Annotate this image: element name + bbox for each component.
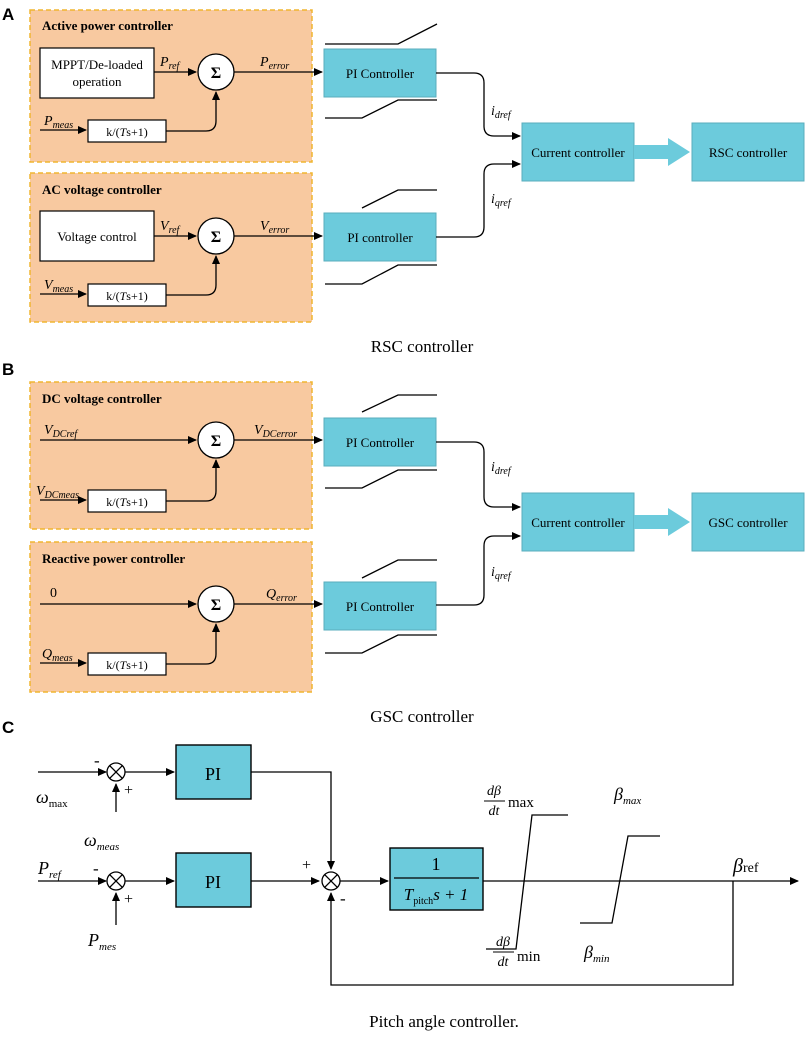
dc-voltage-group: [29, 381, 313, 530]
tf-denominator: Tpitchs + 1: [404, 885, 469, 907]
panel-b-caption: GSC controller: [370, 707, 474, 726]
current-controller-b: [521, 492, 635, 552]
rate-min-label: min: [517, 949, 541, 965]
i-dref-label-a: idref: [491, 104, 512, 121]
rate-max-dt: dt: [489, 804, 501, 819]
pi-block-c1-label: PI: [205, 764, 221, 784]
p-ref-label: Pref: [159, 55, 181, 72]
pi-block-c1: [175, 744, 252, 800]
mppt-label-2: operation: [72, 74, 122, 89]
sum-symbol-a1: Σ: [211, 65, 221, 82]
rate-min-dbeta: dβ: [496, 935, 510, 950]
voltage-control-block: [39, 210, 155, 262]
gsc-controller-block: [691, 492, 805, 552]
pitch-transfer-function-block: [389, 847, 484, 911]
angle-limiter-symbol: [580, 835, 660, 924]
rate-max-dbeta: dβ: [487, 784, 501, 799]
ac-voltage-title: AC voltage controller: [42, 182, 162, 197]
sum-symbol-a2: Σ: [211, 229, 221, 246]
big-arrow-a: [634, 138, 690, 166]
filter-label-b2: k/(Ts+1): [106, 658, 147, 672]
p-meas-label: Pmeas: [43, 114, 73, 131]
panel-a-caption: RSC controller: [371, 337, 474, 356]
pi-controller-a2-label: PI controller: [347, 230, 413, 245]
omega-plus-sign: +: [124, 782, 133, 799]
vdc-ref-label: VDCref: [44, 423, 78, 440]
mppt-block: [39, 47, 155, 99]
p-mes-label: Pmes: [87, 930, 116, 953]
filter-label-b1: k/(Ts+1): [106, 495, 147, 509]
rsc-controller-label: RSC controller: [709, 145, 788, 160]
i-qref-label-b: iqref: [491, 565, 512, 582]
i-dref-label-b: idref: [491, 460, 512, 477]
voltage-control-label: Voltage control: [57, 229, 137, 244]
panel-b-letter: B: [2, 360, 14, 379]
pi-block-c2: [175, 852, 252, 908]
p-ref-label-c: Pref: [37, 858, 63, 881]
feedback-loop-line: [327, 881, 734, 986]
filter-label-a2: k/(Ts+1): [106, 289, 147, 303]
pi-controller-b2: [323, 581, 437, 631]
current-controller-b-label: Current controller: [531, 515, 625, 530]
p-minus-sign: -: [93, 859, 99, 878]
gsc-controller-label: GSC controller: [708, 515, 788, 530]
omega-minus-sign: -: [94, 751, 100, 770]
tf-numerator: 1: [432, 854, 441, 874]
p-plus-sign: +: [124, 891, 133, 908]
panel-c-caption: Pitch angle controller.: [369, 1012, 519, 1031]
pi-controller-b2-label: PI Controller: [346, 599, 415, 614]
reactive-power-title: Reactive power controller: [42, 551, 185, 566]
beta-ref-label: βref: [732, 855, 759, 877]
v-error-label: Verror: [260, 219, 289, 236]
pi-controller-a2: [323, 212, 437, 262]
v-ref-label: Vref: [160, 219, 181, 236]
omega-max-label: ωmax: [36, 787, 68, 810]
zero-ref-label: 0: [50, 586, 57, 601]
vdc-error-label: VDCerror: [254, 423, 297, 440]
beta-max-label: βmax: [613, 784, 641, 807]
pi-block-c2-label: PI: [205, 872, 221, 892]
dc-voltage-title: DC voltage controller: [42, 391, 162, 406]
beta-min-label: βmin: [583, 942, 610, 965]
rsc-controller-block: [691, 122, 805, 182]
main-sum-minus-sign: -: [340, 889, 346, 908]
filter-label-a1: k/(Ts+1): [106, 125, 147, 139]
q-meas-label: Qmeas: [42, 647, 73, 664]
p-error-label: Perror: [259, 55, 289, 72]
i-qref-label-a: iqref: [491, 192, 512, 209]
vdc-meas-label: VDCmeas: [36, 484, 79, 501]
q-error-label: Qerror: [266, 587, 297, 604]
mppt-label-1: MPPT/De-loaded: [51, 57, 143, 72]
reactive-power-group: [29, 541, 313, 693]
big-arrow-b: [634, 508, 690, 536]
rate-max-label: max: [508, 795, 534, 811]
current-controller-a: [521, 122, 635, 182]
panel-a-letter: A: [2, 5, 14, 24]
active-power-title: Active power controller: [42, 18, 173, 33]
omega-meas-label: ωmeas: [84, 830, 119, 853]
pi-controller-b1: [323, 417, 437, 467]
main-sum-plus-sign: +: [302, 857, 311, 874]
sum-symbol-b1: Σ: [211, 433, 221, 450]
rate-limiter-symbol: [486, 814, 568, 950]
current-controller-a-label: Current controller: [531, 145, 625, 160]
v-meas-label: Vmeas: [44, 278, 73, 295]
sum-symbol-b2: Σ: [211, 597, 221, 614]
pi-controller-b1-label: PI Controller: [346, 435, 415, 450]
rate-min-dt: dt: [498, 955, 510, 970]
pi-controller-a1-label: PI Controller: [346, 66, 415, 81]
panel-c-letter: C: [2, 718, 14, 737]
